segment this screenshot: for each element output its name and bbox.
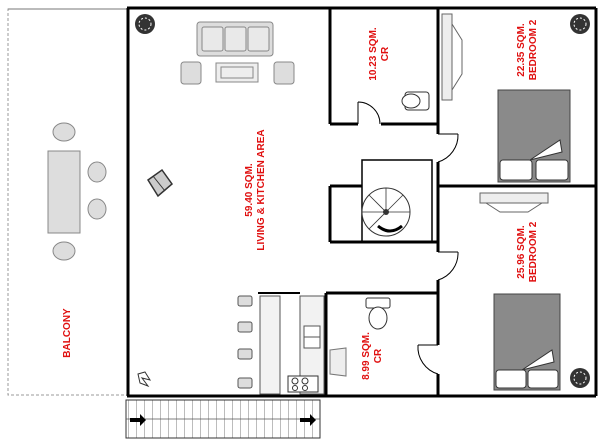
tv-icon — [441, 13, 463, 101]
spiral-stair-icon — [361, 159, 433, 243]
armchair-icon — [146, 168, 174, 198]
armchair-icon — [180, 61, 202, 85]
room-area: 25.96 SQM. — [516, 225, 527, 279]
tv-icon — [479, 192, 549, 213]
room-name: CR — [373, 348, 384, 364]
armchair-icon — [273, 61, 295, 85]
plant-icon — [570, 368, 590, 388]
room-name: BALCONY — [62, 308, 73, 358]
staircase-icon — [125, 399, 321, 439]
outer-walls — [126, 6, 598, 398]
stove-icon — [287, 375, 319, 393]
plant-icon — [135, 14, 155, 34]
toilet-icon — [365, 297, 391, 330]
toilet-icon — [401, 91, 430, 111]
sofa-icon — [196, 21, 274, 57]
coffee-table-icon — [215, 62, 259, 83]
bed-icon — [493, 293, 561, 391]
sink-icon — [303, 325, 321, 349]
room-label-balcony: BALCONY — [62, 308, 74, 357]
sink-icon — [329, 347, 347, 377]
room-label-bedroom-bottom: 25.96 SQM. BEDROOM 2 — [516, 222, 540, 283]
room-area: 59.40 SQM. — [244, 163, 255, 217]
dining-table-icon — [47, 150, 81, 234]
doors — [357, 101, 459, 375]
stool-icon — [237, 295, 253, 389]
room-area: 22.35 SQM. — [516, 23, 527, 77]
arrow-icon — [130, 414, 146, 426]
room-label-cr-bottom: 8.99 SQM. CR — [361, 332, 385, 380]
room-label-bedroom-top: 22.35 SQM. BEDROOM 2 — [516, 20, 540, 81]
bed-icon — [497, 89, 571, 183]
room-label-living: 59.40 SQM. LIVING & KITCHEN AREA — [244, 129, 268, 250]
room-name: BEDROOM 2 — [528, 19, 539, 81]
plant-icon — [570, 14, 590, 34]
room-area: 10.23 SQM. — [368, 27, 379, 81]
room-label-cr-top: 10.23 SQM. CR — [368, 27, 392, 80]
plant-icon — [137, 371, 152, 388]
room-name: LIVING & KITCHEN AREA — [256, 129, 267, 251]
arrow-icon — [300, 414, 316, 426]
room-name: BEDROOM 2 — [528, 221, 539, 283]
room-name: CR — [380, 46, 391, 62]
chair-icon — [52, 122, 107, 261]
room-area: 8.99 SQM. — [361, 332, 372, 380]
